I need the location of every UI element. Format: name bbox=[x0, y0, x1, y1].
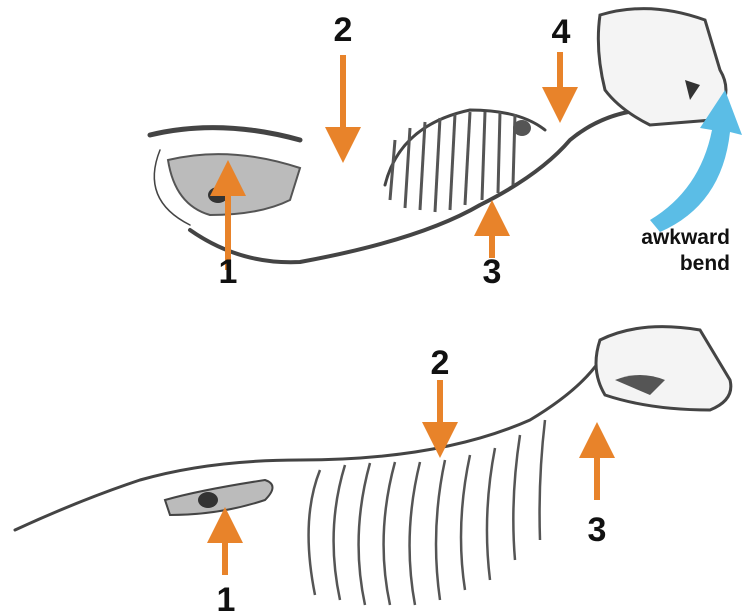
bottom-label-3: 3 bbox=[587, 511, 607, 549]
top-label-1: 1 bbox=[218, 253, 238, 291]
top-label-3: 3 bbox=[482, 253, 502, 291]
awkward-bend-note: awkward bend bbox=[641, 225, 730, 278]
top-label-2: 2 bbox=[333, 11, 353, 49]
note-line-1: awkward bbox=[641, 226, 730, 249]
bottom-label-1: 1 bbox=[216, 581, 236, 616]
bottom-label-2: 2 bbox=[430, 344, 450, 382]
top-label-4: 4 bbox=[551, 13, 571, 51]
awkward-bend-arrow bbox=[650, 90, 742, 232]
note-line-2: bend bbox=[679, 252, 730, 276]
bottom-skeleton-sketch bbox=[13, 325, 733, 606]
top-skeleton-sketch bbox=[147, 7, 728, 265]
